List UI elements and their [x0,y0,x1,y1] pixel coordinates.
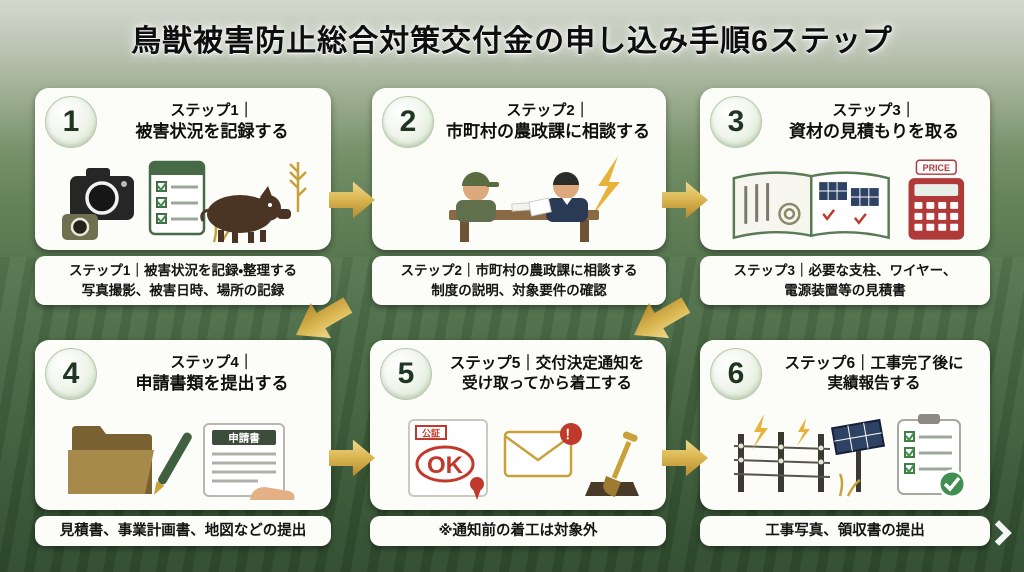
application-doc-label: 申請書 [228,431,260,444]
corner-chevron-icon [986,520,1012,546]
step-5-illustration: 公証 OK ！ [380,401,656,506]
step-5-panel: 5 ステップ5｜交付決定通知を 受け取ってから着工する 公証 OK [370,340,666,510]
step-1-caption: ステップ1｜被害状況を記録・整理する 写真撮影、被害日時、場所の記録 [35,256,331,306]
flow-arrow-4-5 [329,439,375,477]
lightning-icon [592,155,620,216]
step-2-header: 2 ステップ2｜ 市町村の農政課に相談する [382,95,656,149]
step-title: ステップ6｜工事完了後に 実績報告する [784,354,964,392]
pole-icon [744,182,770,224]
ok-stamp-icon: OK [415,445,475,482]
step-6-header: 6 ステップ6｜工事完了後に 実績報告する [710,347,980,401]
small-camera-icon [62,213,98,240]
checklist-icon [148,160,206,235]
electric-fence-icon [733,413,831,492]
step-4-caption: 見積書、事業計画書、地図などの提出 [35,516,331,547]
notary-label: 公証 [422,427,440,438]
step-number: 4 [62,357,80,390]
step-6-panel: 6 ステップ6｜工事完了後に 実績報告する [700,340,990,510]
approval-certificate-icon: 公証 OK [408,418,488,500]
step-4-illustration: 申請書 [45,401,321,506]
flow-arrow-1-2 [329,181,375,219]
step-2-caption: ステップ2｜市町村の農政課に相談する 制度の説明、対象要件の確認 [372,256,666,306]
wild-boar-icon [200,185,291,243]
step-title: ステップ5｜交付決定通知を 受け取ってから着工する [449,354,645,392]
step-number: 3 [727,105,745,138]
step-number-badge: 3 [710,96,762,148]
wheat-icon [838,472,861,497]
pen-icon [153,432,192,495]
step-2-illustration [382,149,656,246]
step-title: ステップ4｜ 申請書類を提出する [135,354,289,393]
alert-icon: ！ [560,422,582,445]
estimate-illustration: PRICE [732,159,965,240]
step-title: ステップ3｜ 資材の見積もりを取る [789,102,959,141]
check-circle-icon [937,469,967,498]
page-title: 鳥獣被害防止総合対策交付金の申し込み手順6ステップ [131,25,893,58]
step-number-badge: 5 [380,348,432,400]
solar-panel-icon [819,181,879,206]
completion-report-illustration [733,413,967,498]
step-3-caption: ステップ3｜必要な支柱、ワイヤー、 電源装置等の見積書 [700,256,990,306]
step-1-illustration [45,149,321,246]
calculator-icon: PRICE [908,159,965,240]
alert-mark: ！ [564,427,577,442]
camera-icon [70,167,134,220]
step-3-panel: 3 ステップ3｜ 資材の見積もりを取る [700,88,990,250]
step-number-badge: 4 [45,348,97,400]
step-card-4: 4 ステップ4｜ 申請書類を提出する [35,340,331,547]
step-1-panel: 1 ステップ1｜ 被害状況を記録する [35,88,331,250]
shovel-icon [603,431,638,497]
step-2-panel: 2 ステップ2｜ 市町村の農政課に相談する [372,88,666,250]
notice-envelope-icon: ！ [503,422,582,477]
step-title: ステップ2｜ 市町村の農政課に相談する [446,102,650,141]
step-number: 6 [727,357,745,390]
step-number: 1 [62,105,80,138]
step-number-badge: 2 [382,96,434,148]
wheat-icon [212,161,307,243]
step-number-badge: 6 [710,348,762,400]
record-damage-illustration [62,160,307,243]
catalog-icon [732,170,890,239]
approval-notice-illustration: 公証 OK ！ [408,418,639,500]
step-3-illustration: PRICE [710,149,980,246]
step-card-1: 1 ステップ1｜ 被害状況を記録する [35,88,331,306]
step-1-header: 1 ステップ1｜ 被害状況を記録する [45,95,321,149]
wire-coil-icon [778,202,801,225]
consultation-illustration [449,155,620,242]
hand-icon [250,486,295,500]
step-number: 2 [399,105,417,138]
step-card-5: 5 ステップ5｜交付決定通知を 受け取ってから着工する 公証 OK [370,340,666,547]
step-3-header: 3 ステップ3｜ 資材の見積もりを取る [710,95,980,149]
ok-stamp-label: OK [427,452,464,479]
step-5-header: 5 ステップ5｜交付決定通知を 受け取ってから着工する [380,347,656,401]
submit-documents-illustration: 申請書 [68,422,295,500]
step-5-caption: ※通知前の着工は対象外 [370,516,666,547]
price-label: PRICE [923,163,950,173]
step-card-2: 2 ステップ2｜ 市町村の農政課に相談する [372,88,666,306]
step-6-caption: 工事写真、領収書の提出 [700,516,990,547]
lightning-icon [752,413,810,450]
folder-icon [68,425,154,494]
report-checklist-icon [897,413,967,498]
step-4-panel: 4 ステップ4｜ 申請書類を提出する [35,340,331,510]
step-6-illustration [710,401,980,506]
solar-panel-icon [830,418,886,492]
official-icon [528,171,588,222]
step-number-badge: 1 [45,96,97,148]
step-4-header: 4 ステップ4｜ 申請書類を提出する [45,347,321,401]
step-card-3: 3 ステップ3｜ 資材の見積もりを取る [700,88,990,306]
step-title: ステップ1｜ 被害状況を記録する [135,102,289,141]
application-document-icon: 申請書 [203,422,285,497]
farmer-icon [456,171,499,222]
step-card-6: 6 ステップ6｜工事完了後に 実績報告する [700,340,990,547]
step-number: 5 [397,357,415,390]
